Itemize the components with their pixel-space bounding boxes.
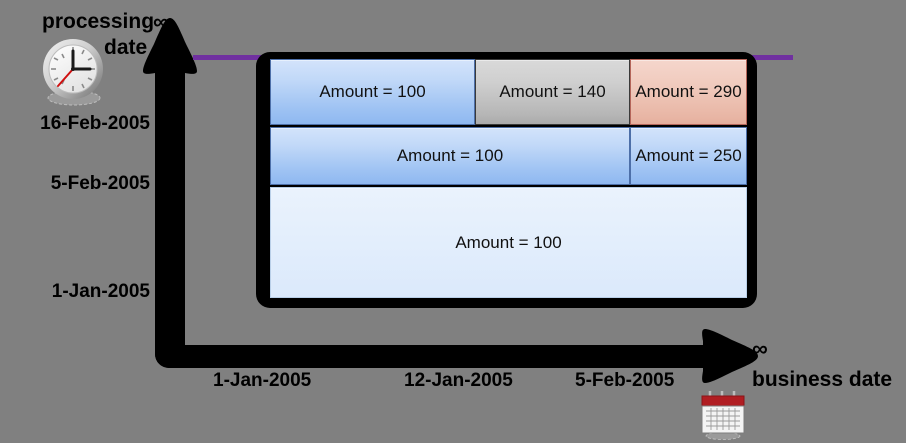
calendar-icon <box>697 388 749 440</box>
processing-date-title-line1: processing <box>42 10 155 33</box>
x-tick-12-jan-2005: 12-Jan-2005 <box>404 370 513 391</box>
business-date-arrowhead-icon <box>700 327 758 385</box>
amount-cell[interactable]: Amount = 250 <box>630 127 747 185</box>
grid-row: Amount = 100 Amount = 250 <box>270 127 747 185</box>
business-date-title: business date <box>752 368 893 391</box>
amount-cell[interactable]: Amount = 100 <box>270 127 630 185</box>
grid-row: Amount = 100 Amount = 140 Amount = 290 <box>270 59 747 125</box>
amount-grid: Amount = 100 Amount = 140 Amount = 290 A… <box>270 59 747 298</box>
processing-date-title-line2: date <box>104 36 148 59</box>
business-date-axis-line <box>155 345 730 368</box>
processing-infinity-symbol: ∞ <box>153 9 169 34</box>
x-tick-1-jan-2005: 1-Jan-2005 <box>213 370 312 391</box>
business-infinity-symbol: ∞ <box>752 336 768 361</box>
y-tick-1-jan-2005: 1-Jan-2005 <box>51 281 150 302</box>
clock-icon <box>38 36 110 108</box>
processing-date-arrowhead-icon <box>141 18 199 76</box>
y-tick-5-feb-2005: 5-Feb-2005 <box>50 173 150 194</box>
y-tick-16-feb-2005: 16-Feb-2005 <box>40 113 150 134</box>
amount-cell[interactable]: Amount = 100 <box>270 187 747 298</box>
amount-cell[interactable]: Amount = 140 <box>475 59 630 125</box>
processing-date-axis-line <box>155 56 185 368</box>
amount-cell[interactable]: Amount = 290 <box>630 59 747 125</box>
amount-cell[interactable]: Amount = 100 <box>270 59 475 125</box>
x-tick-5-feb-2005: 5-Feb-2005 <box>575 370 675 391</box>
grid-row: Amount = 100 <box>270 187 747 298</box>
